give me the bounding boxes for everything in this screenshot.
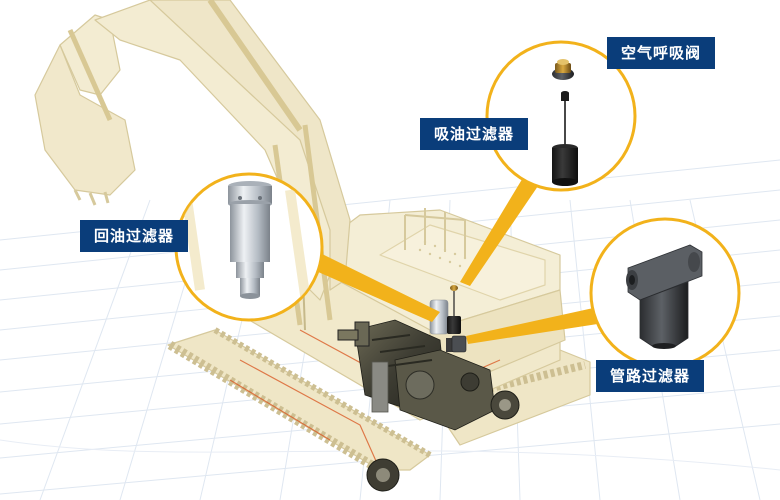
pipeline-filter-icon [626, 244, 703, 349]
return-filter-label: 回油过滤器 [80, 220, 189, 252]
breather-valve-label: 空气呼吸阀 [607, 37, 716, 69]
breather-valve-icon [552, 59, 574, 80]
suction-filter-callout [485, 40, 637, 192]
suction-filter-label: 吸油过滤器 [420, 118, 529, 150]
suction-filter-on-machine-icon [447, 285, 461, 334]
return-filter-icon [228, 181, 272, 299]
pipeline-filter-on-machine-icon [451, 335, 467, 353]
suction-filter-icon [552, 91, 578, 186]
callout-pointers [300, 176, 604, 344]
return-filter-callout [174, 172, 324, 322]
pipeline-filter-callout [589, 217, 741, 369]
engine-assembly-icon [337, 319, 520, 492]
pipeline-filter-label: 管路过滤器 [596, 360, 705, 392]
